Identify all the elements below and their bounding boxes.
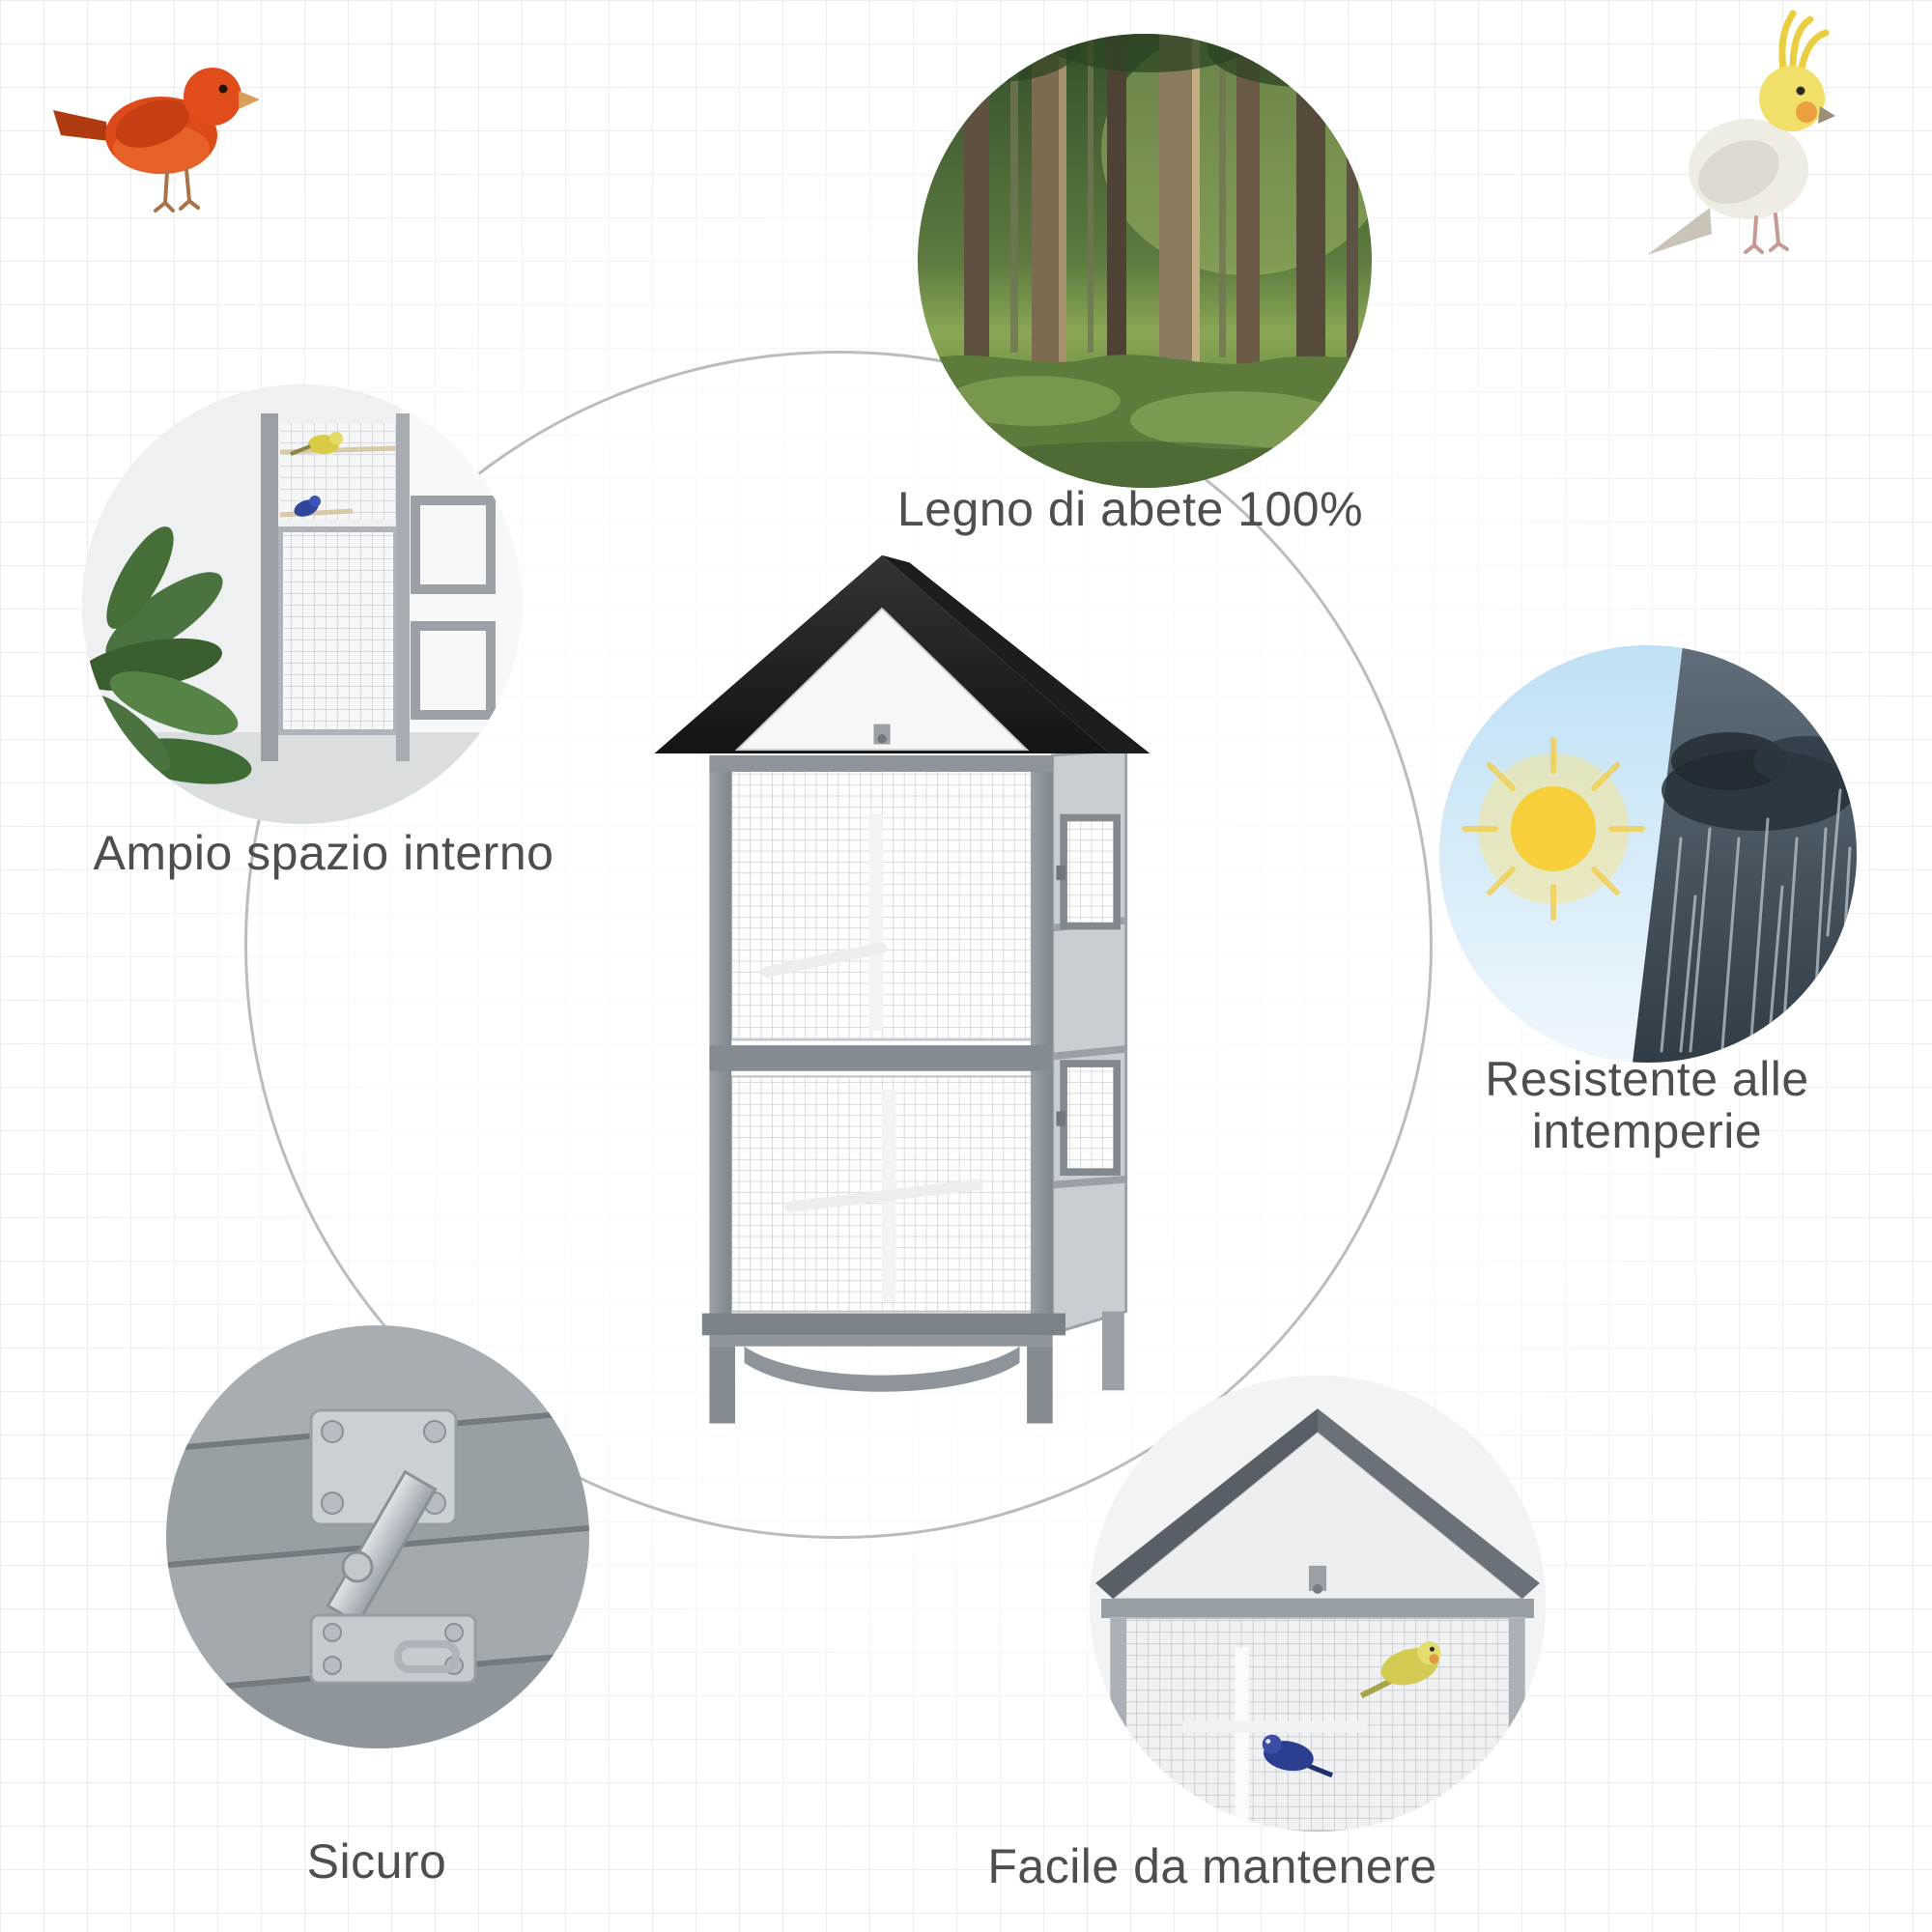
cockatiel-icon	[1647, 10, 1835, 255]
red-canary-icon	[53, 68, 260, 213]
connector-ring	[244, 351, 1433, 1539]
label-interior-space: Ampio spazio interno	[93, 826, 554, 880]
label-weather-line1: Resistente alle	[1485, 1052, 1809, 1106]
label-weather-resistant: Resistente alle intemperie	[1391, 1053, 1903, 1157]
forest-photo-circle	[918, 34, 1372, 488]
label-easy-maintain: Facile da mantenere	[987, 1839, 1437, 1893]
latch-photo	[166, 1325, 589, 1748]
label-secure: Sicuro	[306, 1834, 447, 1889]
weather-photo-circle	[1439, 645, 1857, 1063]
cockatiel-image	[1594, 10, 1884, 261]
interior-photo-circle	[82, 384, 522, 824]
label-weather-line2: intemperie	[1531, 1104, 1763, 1158]
label-wood: Legno di abete 100%	[896, 482, 1364, 536]
cage-closeup-photo	[1090, 1376, 1546, 1832]
red-canary-image	[53, 27, 266, 220]
cage-closeup-photo-circle	[1090, 1376, 1546, 1832]
weather-photo	[1439, 645, 1857, 1063]
product-aviary-image	[607, 533, 1157, 1451]
interior-photo	[82, 384, 522, 824]
forest-photo	[918, 34, 1372, 488]
aviary-illustration	[654, 554, 1151, 1424]
latch-photo-circle	[166, 1325, 589, 1748]
